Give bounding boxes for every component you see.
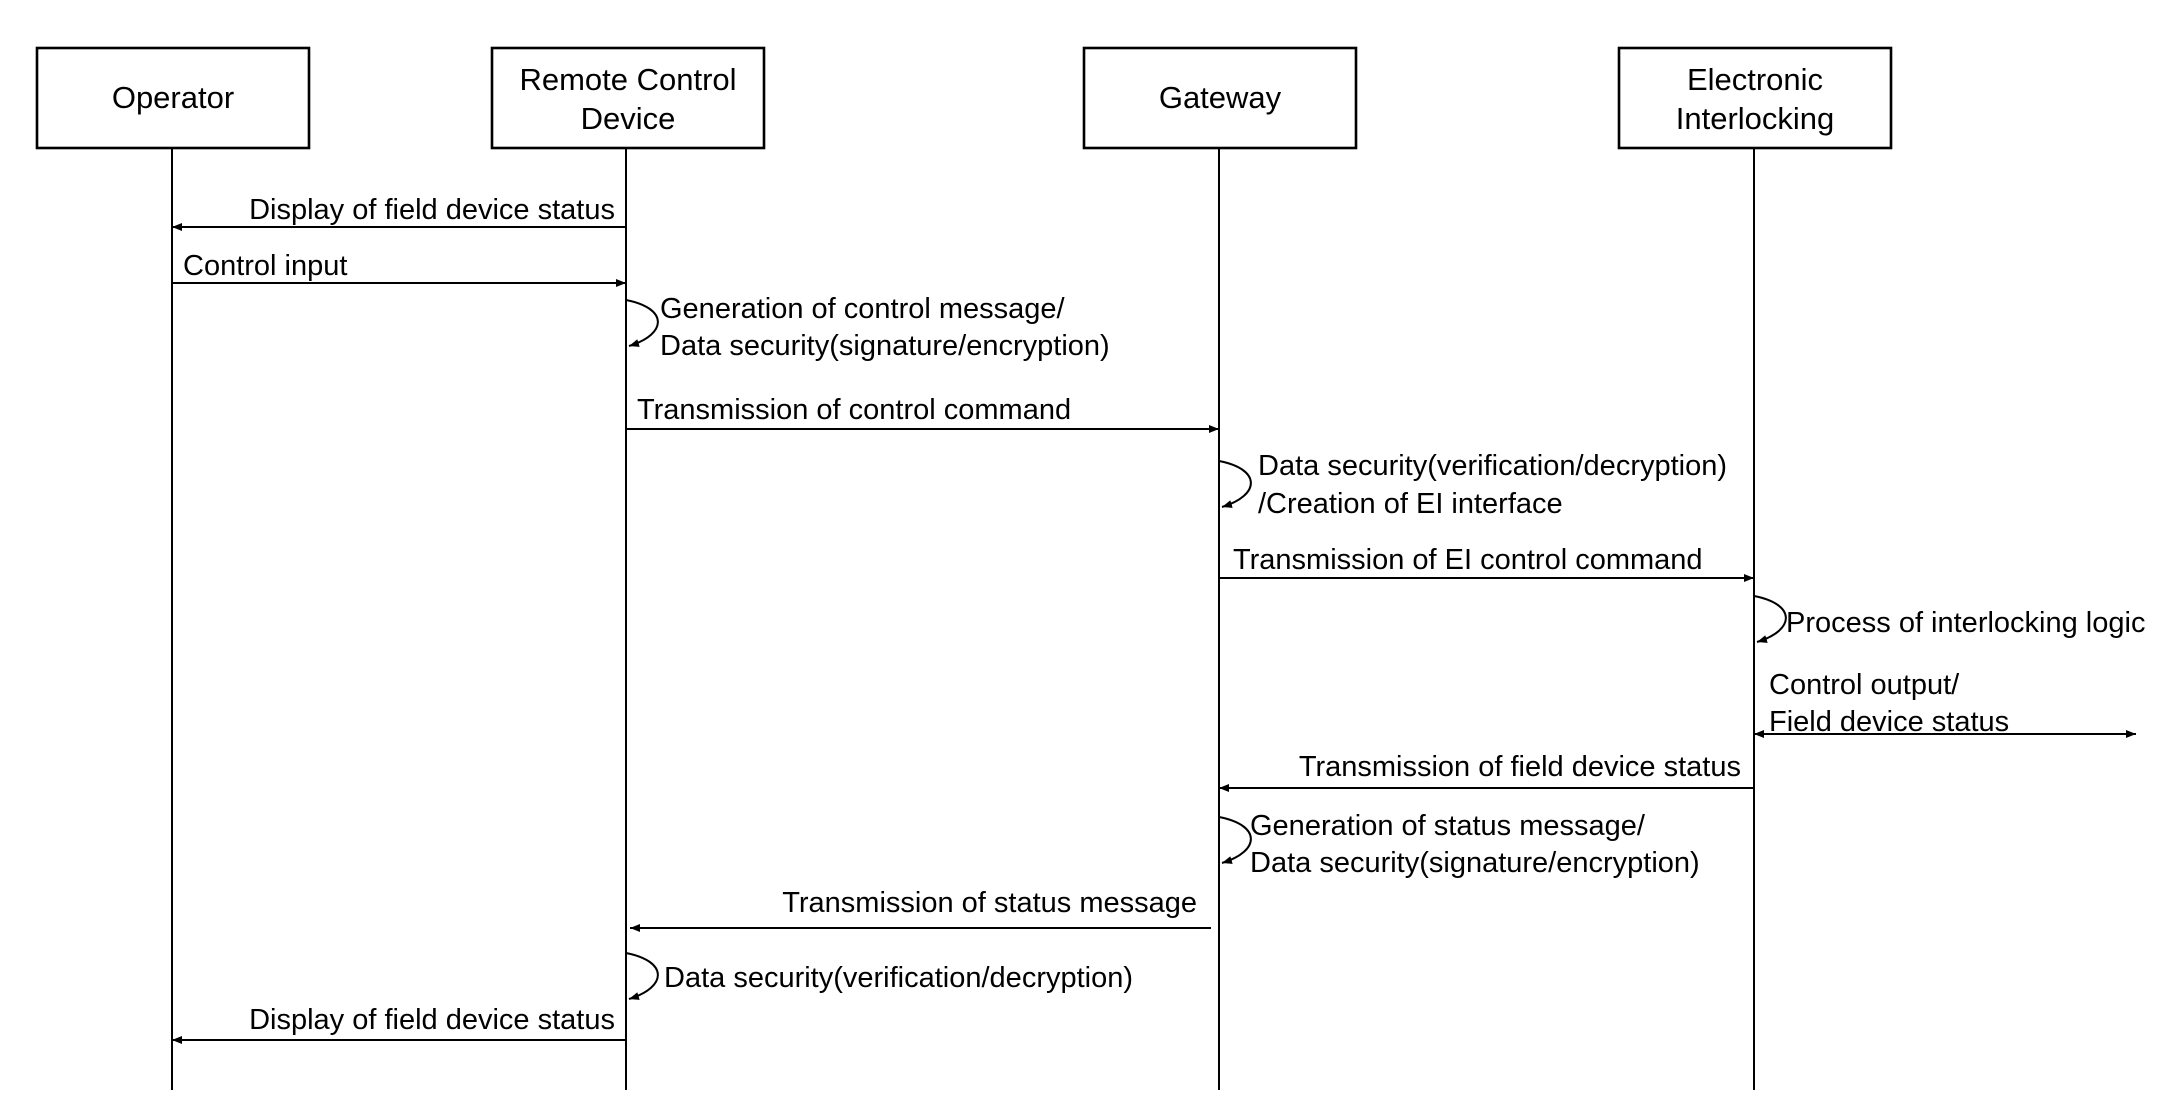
actor-remote-control-device: Remote Control Device [490,46,766,150]
message-label: Control input [183,250,347,282]
message-label: Display of field device status [249,1004,615,1036]
self-call-process-interlocking-logic: Process of interlocking logic [1753,595,2145,643]
message-label: Transmission of status message [782,887,1197,919]
message-label: Display of field device status [249,194,615,226]
message-label-line2: Data security(signature/encryption) [1250,847,1700,879]
self-call-data-security-verification-remote: Data security(verification/decryption) [625,952,1133,1000]
message-label-line2: /Creation of EI interface [1258,488,1563,520]
message-display-status-1: Display of field device status [172,194,626,231]
message-label-line2: Data security(signature/encryption) [660,330,1110,362]
message-label: Process of interlocking logic [1786,607,2145,639]
message-transmission-ei-control-command: Transmission of EI control command [1219,544,1754,582]
message-label-line2: Field device status [1769,706,2009,738]
message-control-output-field-status: Control output/ Field device status [1754,669,2136,738]
actor-operator-label: Operator [112,80,234,115]
self-call-data-security-verification: Data security(verification/decryption) /… [1218,450,1727,520]
message-label: Transmission of EI control command [1233,544,1703,576]
actor-electronic-interlocking: Electronic Interlocking [1617,46,1893,150]
actor-remote-control-device-label-line1: Remote Control [519,62,736,97]
message-display-status-2: Display of field device status [172,1004,626,1044]
message-label-line1: Data security(verification/decryption) [1258,450,1727,482]
message-transmission-status-message: Transmission of status message [630,887,1211,932]
actor-electronic-interlocking-label-line1: Electronic [1687,62,1823,97]
actor-gateway-label: Gateway [1159,80,1282,115]
message-transmission-control-command: Transmission of control command [626,394,1219,433]
message-control-input: Control input [172,250,626,287]
message-label-line1: Control output/ [1769,669,1960,701]
message-label-line1: Generation of status message/ [1250,810,1646,842]
message-label: Transmission of field device status [1299,751,1741,783]
message-label: Data security(verification/decryption) [664,962,1133,994]
actor-gateway: Gateway [1082,46,1358,150]
message-label: Transmission of control command [637,394,1071,426]
actor-remote-control-device-label-line2: Device [581,101,676,136]
actor-electronic-interlocking-label-line2: Interlocking [1676,101,1835,136]
self-call-generation-control-message: Generation of control message/ Data secu… [625,293,1110,362]
message-transmission-field-device-status: Transmission of field device status [1219,751,1754,792]
self-call-generation-status-message: Generation of status message/ Data secur… [1218,810,1700,879]
message-label-line1: Generation of control message/ [660,293,1066,325]
actor-operator: Operator [35,46,311,150]
